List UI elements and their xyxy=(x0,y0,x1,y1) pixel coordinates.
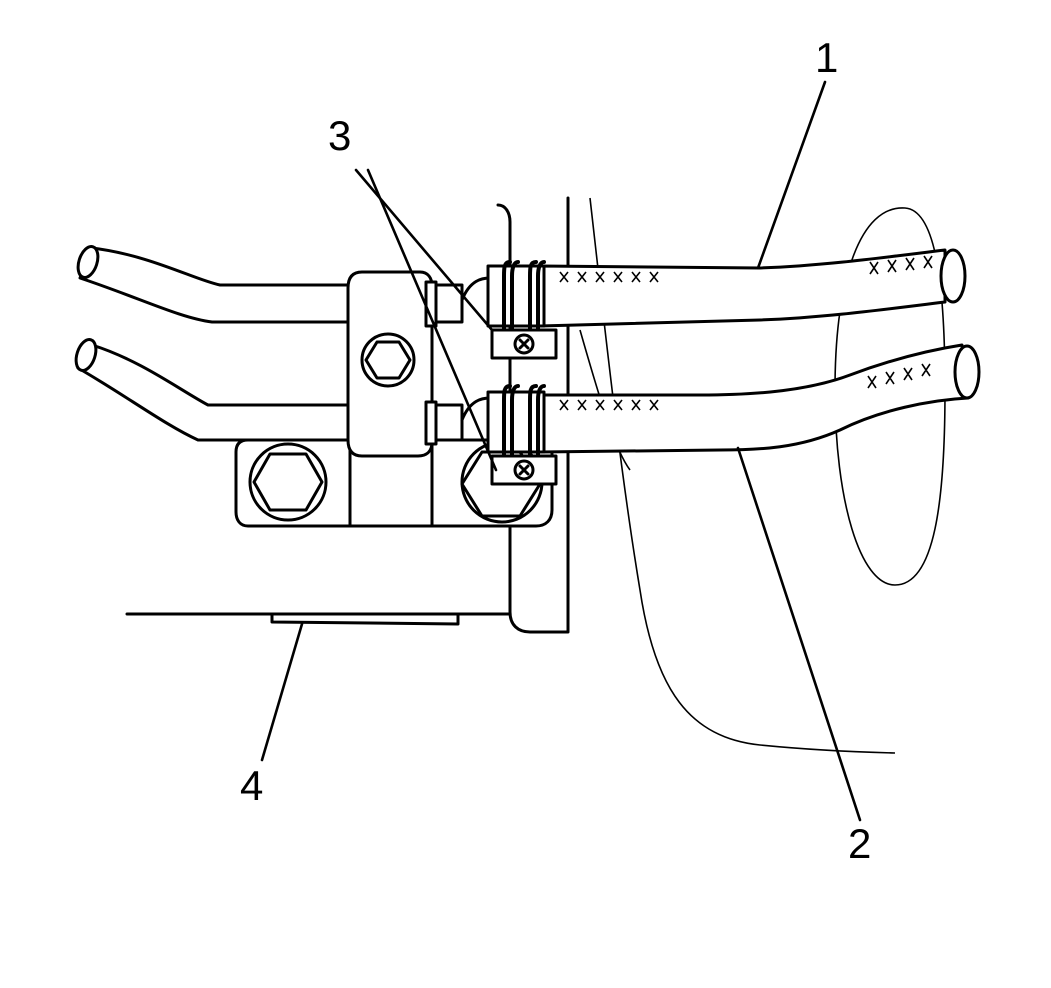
callout-1: 1 xyxy=(815,34,838,81)
base-rail-tab xyxy=(270,612,460,626)
lower-clamp-band-left xyxy=(502,384,512,458)
lower-hose-fitting xyxy=(486,390,546,454)
lower-hose-braid-marks xyxy=(559,363,931,411)
upper-clamp-band-right-inner xyxy=(536,260,546,332)
clamp-bolt-hex xyxy=(364,340,412,380)
lower-clamp-screw-slot xyxy=(518,464,530,476)
leader-line-1 xyxy=(756,80,827,270)
bracket-bolt-left-hex xyxy=(252,452,324,512)
lower-left-tube-end xyxy=(74,338,98,372)
upper-hose-braid-marks xyxy=(559,255,933,283)
lower-left-tube xyxy=(76,343,352,442)
leader-line-4 xyxy=(260,622,304,762)
lower-clamp-band-left-inner xyxy=(510,384,520,458)
upper-hose-end xyxy=(939,248,967,304)
upper-left-tube xyxy=(78,246,352,324)
upper-left-tube-end xyxy=(76,245,100,279)
upper-clamp-screw-slot xyxy=(518,338,530,350)
lower-clamp-band-right xyxy=(528,384,538,458)
callout-2: 2 xyxy=(848,820,871,867)
upper-clamp-band-left-inner xyxy=(510,260,520,332)
callout-4: 4 xyxy=(240,762,263,809)
leader-line-2 xyxy=(736,446,862,822)
mounting-plate xyxy=(496,196,570,634)
lower-tube-ferrule xyxy=(424,400,438,446)
leader-line-3b xyxy=(366,168,498,472)
lower-hose xyxy=(538,343,970,454)
upper-clamp-band-right xyxy=(528,260,538,332)
upper-hose-fitting xyxy=(486,264,546,328)
lower-hose-end xyxy=(953,344,981,400)
upper-clamp-band-left xyxy=(502,260,512,332)
upper-tube-bend xyxy=(460,276,492,302)
upper-hose xyxy=(538,248,947,328)
lower-clamp-band-right-inner xyxy=(536,384,546,458)
callout-3: 3 xyxy=(328,112,351,159)
panel-outline xyxy=(589,197,896,754)
